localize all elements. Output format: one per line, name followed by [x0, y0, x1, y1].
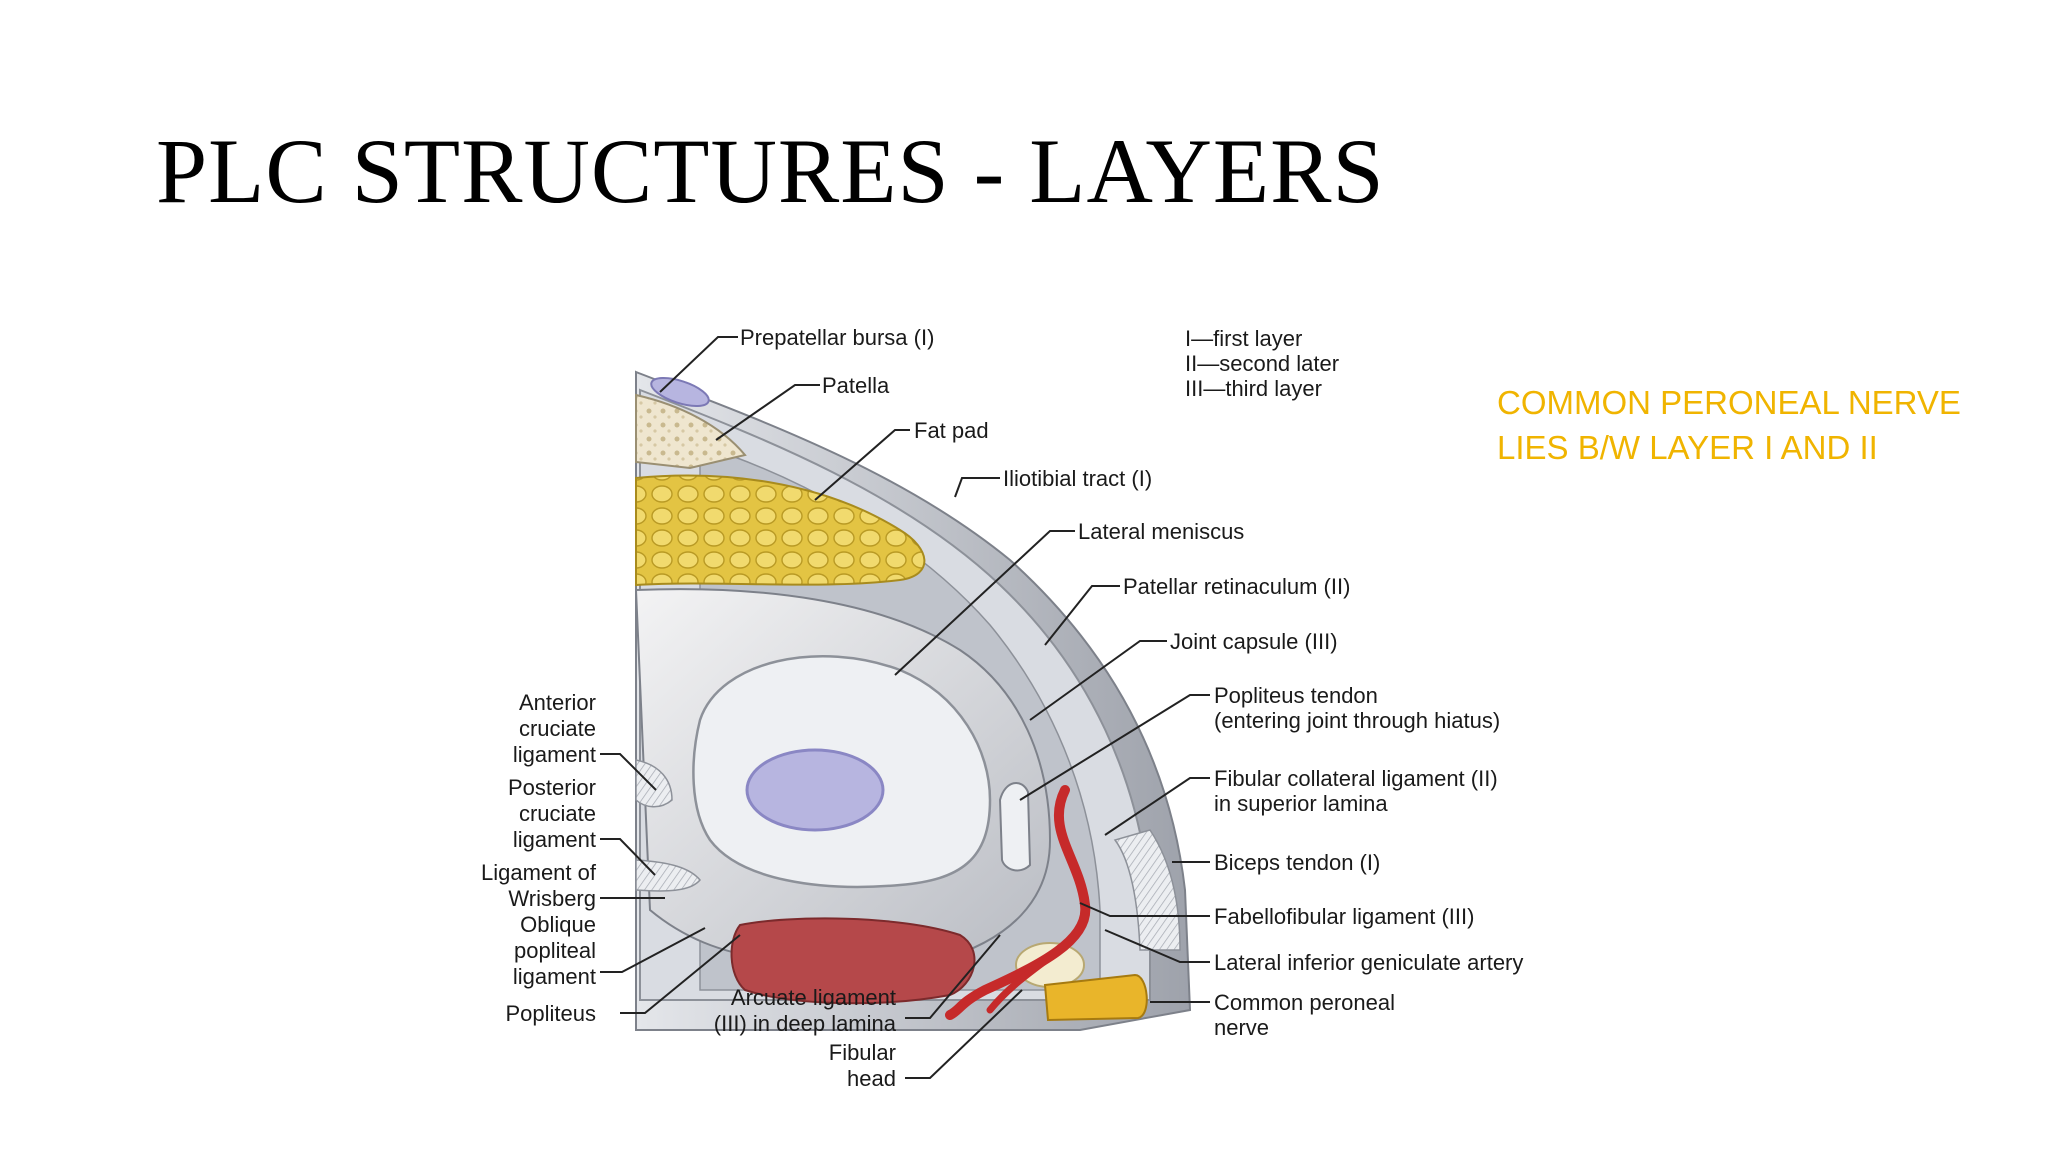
label-common-peroneal-1: Common peroneal	[1214, 990, 1395, 1015]
layer-legend: I—first layer II—second later III—third …	[1185, 326, 1339, 401]
label-fibular-head-1: Fibular	[829, 1040, 896, 1065]
label-posterior-cruciate-2: cruciate	[519, 801, 596, 826]
label-posterior-cruciate-1: Posterior	[508, 775, 596, 800]
tibial-cartilage-shape	[745, 748, 885, 832]
prepatellar-bursa-shape	[650, 377, 710, 407]
common-peroneal-nerve-shape	[1043, 973, 1148, 1022]
label-iliotibial-tract: Iliotibial tract (I)	[1003, 466, 1152, 491]
legend-second-layer: II—second later	[1185, 351, 1339, 376]
label-fabellofibular: Fabellofibular ligament (III)	[1214, 904, 1474, 929]
label-wrisberg-2: Wrisberg	[508, 886, 596, 911]
legend-third-layer: III—third layer	[1185, 376, 1322, 401]
label-prepatellar-bursa: Prepatellar bursa (I)	[740, 325, 934, 350]
label-popliteus-tendon-2: (entering joint through hiatus)	[1214, 708, 1500, 733]
label-oblique-popliteal-1: Oblique	[520, 912, 596, 937]
note-line-1: COMMON PERONEAL NERVE	[1497, 384, 1961, 421]
label-arcuate-2: (III) in deep lamina	[714, 1011, 897, 1036]
patella-shape	[635, 393, 747, 470]
label-wrisberg-1: Ligament of	[481, 860, 597, 885]
labels: Prepatellar bursa (I) Patella Fat pad Il…	[481, 325, 1523, 1091]
label-fat-pad: Fat pad	[914, 418, 989, 443]
label-patella: Patella	[822, 373, 890, 398]
note-line-2: LIES B/W LAYER I AND II	[1497, 429, 1878, 466]
knee-illustration	[634, 370, 1192, 1031]
label-posterior-cruciate-3: ligament	[513, 827, 596, 852]
label-common-peroneal-2: nerve	[1214, 1015, 1269, 1040]
label-anterior-cruciate-3: ligament	[513, 742, 596, 767]
label-arcuate-1: Arcuate ligament	[731, 985, 896, 1010]
label-lateral-meniscus: Lateral meniscus	[1078, 519, 1244, 544]
label-joint-capsule: Joint capsule (III)	[1170, 629, 1338, 654]
page-title: PLC STRUCTURES - LAYERS	[156, 120, 1385, 222]
note-callout: COMMON PERONEAL NERVE LIES B/W LAYER I A…	[1497, 380, 1961, 470]
label-oblique-popliteal-3: ligament	[513, 964, 596, 989]
label-fibular-collateral-1: Fibular collateral ligament (II)	[1214, 766, 1498, 791]
label-biceps-tendon: Biceps tendon (I)	[1214, 850, 1380, 875]
label-anterior-cruciate-2: cruciate	[519, 716, 596, 741]
legend-first-layer: I—first layer	[1185, 326, 1302, 351]
label-geniculate-artery: Lateral inferior geniculate artery	[1214, 950, 1523, 975]
label-popliteus-tendon-1: Popliteus tendon	[1214, 683, 1378, 708]
label-patellar-retinaculum: Patellar retinaculum (II)	[1123, 574, 1350, 599]
geniculate-artery-shape	[945, 785, 1091, 1020]
label-fibular-head-2: head	[847, 1066, 896, 1091]
leader-lines	[600, 336, 1210, 1079]
fat-pad-shape	[635, 474, 926, 587]
label-fibular-collateral-2: in superior lamina	[1214, 791, 1388, 816]
label-oblique-popliteal-2: popliteal	[514, 938, 596, 963]
label-anterior-cruciate-1: Anterior	[519, 690, 596, 715]
label-popliteus: Popliteus	[505, 1001, 596, 1026]
